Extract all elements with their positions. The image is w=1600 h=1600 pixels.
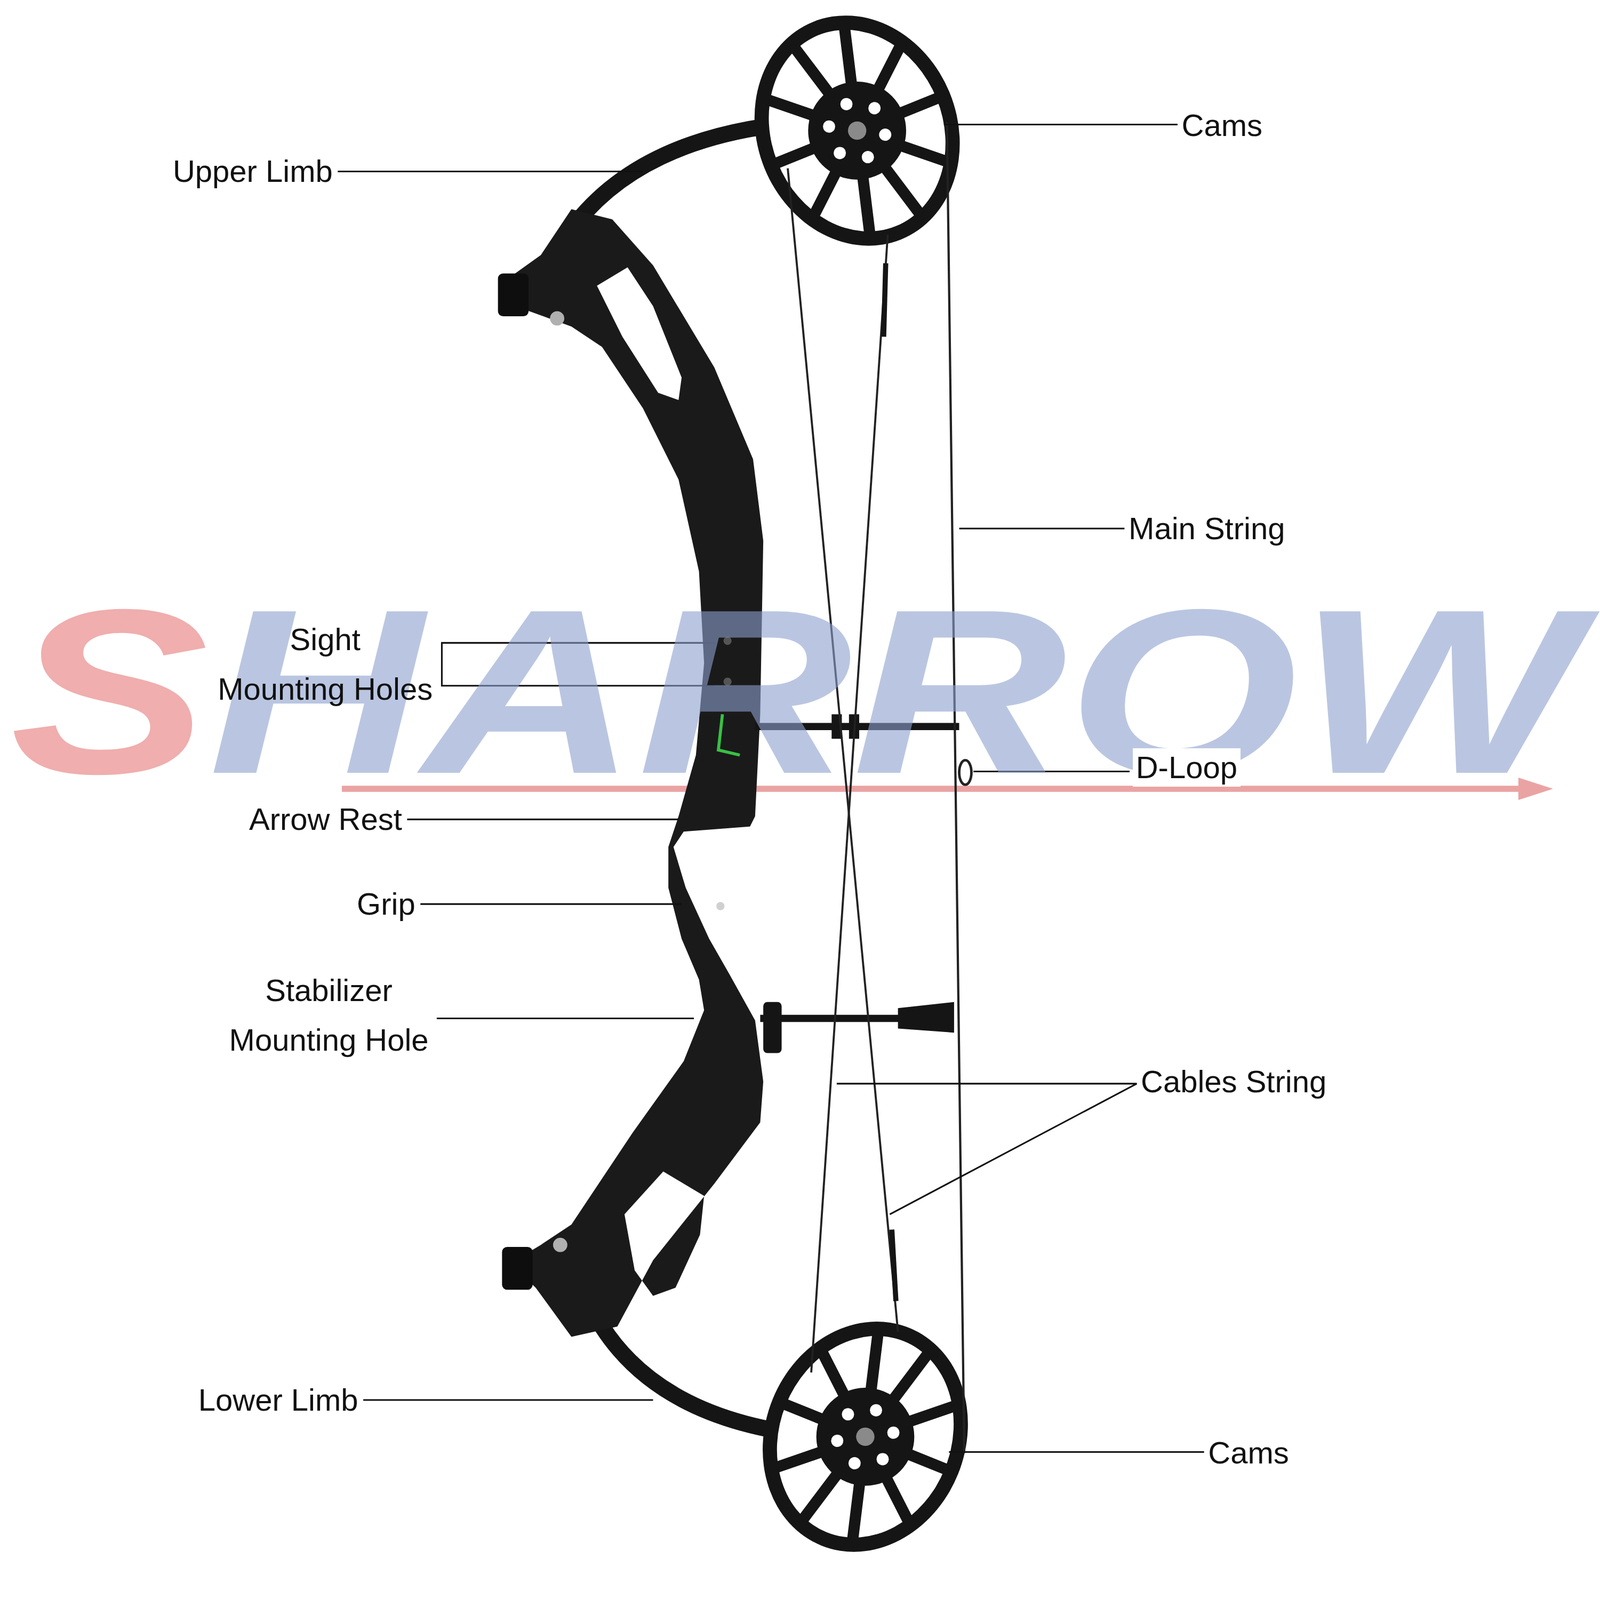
label-line: Sight — [217, 614, 433, 665]
cable-serving — [883, 263, 886, 338]
limb-bolt — [501, 1246, 533, 1290]
stabilizer-mount — [763, 1002, 782, 1054]
label-line: Mounting Hole — [229, 1015, 429, 1066]
leader-line — [836, 1083, 1137, 1215]
leader-line — [948, 1451, 1204, 1453]
leader-line — [406, 818, 679, 821]
cable-serving — [891, 1229, 896, 1301]
leader-line — [363, 1398, 653, 1401]
leader-line — [337, 170, 643, 173]
part-label: Cables String — [1140, 1062, 1327, 1102]
part-label: Arrow Rest — [249, 800, 403, 839]
leader-line — [944, 123, 1178, 126]
part-label: D-Loop — [1132, 748, 1241, 788]
label-line: Mounting Holes — [217, 664, 433, 715]
part-label: Cams — [1181, 106, 1263, 146]
grip-dot — [716, 901, 725, 910]
upper-cam — [720, 0, 995, 277]
pivot-pin — [553, 1237, 568, 1253]
label-line: Stabilizer — [229, 965, 429, 1016]
limb-bolt — [498, 273, 529, 317]
part-label: Stabilizer Mounting Hole — [229, 965, 429, 1066]
pivot-pin — [549, 311, 565, 326]
stabilizer-weight — [898, 1002, 955, 1033]
part-label: Lower Limb — [198, 1380, 359, 1420]
part-label: Grip — [356, 884, 416, 924]
leader-line — [436, 1017, 694, 1020]
part-label: Main String — [1128, 509, 1285, 549]
part-label: Sight Mounting Holes — [217, 614, 433, 715]
leader-line — [420, 903, 682, 906]
lower-cam — [728, 1290, 1003, 1583]
part-label: Cams — [1208, 1433, 1289, 1473]
leader-line — [958, 528, 1125, 530]
part-label: Upper Limb — [172, 152, 333, 191]
